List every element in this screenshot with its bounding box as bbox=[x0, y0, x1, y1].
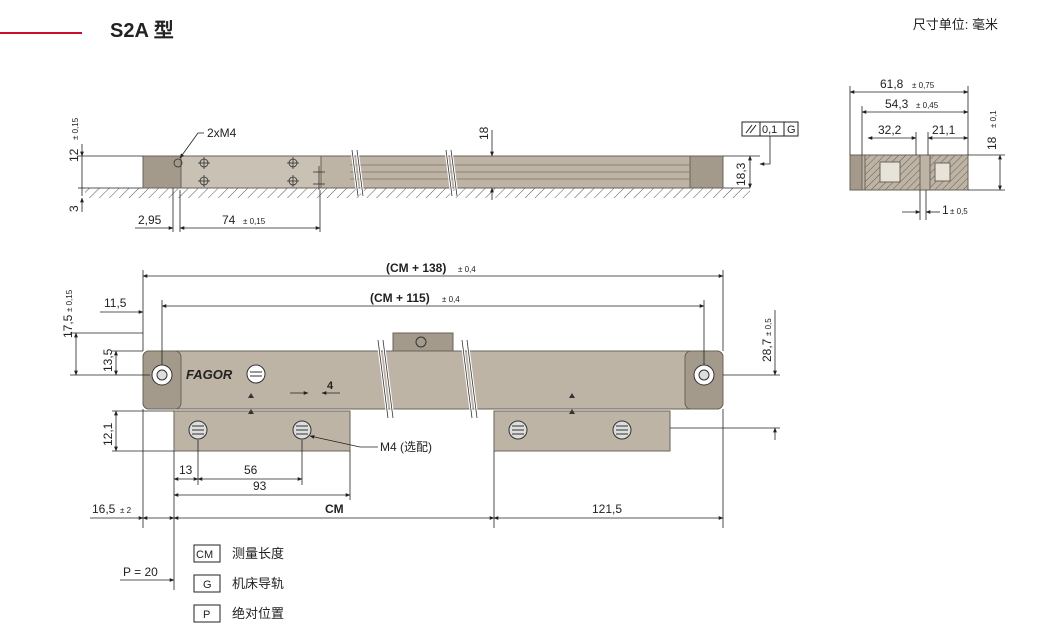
p-label: P = 20 bbox=[123, 565, 158, 579]
dim-4: 4 bbox=[327, 380, 334, 392]
dim-93: 93 bbox=[253, 479, 267, 493]
accent-line bbox=[0, 32, 82, 34]
connector bbox=[392, 332, 454, 352]
side-end-right bbox=[689, 155, 724, 189]
dim-cm-115: (CM + 115) bbox=[370, 291, 430, 305]
unit-label: 尺寸单位: 毫米 bbox=[912, 17, 998, 32]
dim-54-3: 54,3 bbox=[885, 97, 909, 111]
m4-label: M4 (选配) bbox=[380, 440, 432, 454]
dim-17-5: 17,5 bbox=[61, 314, 75, 338]
dim-28-7-tol: ± 0,5 bbox=[764, 318, 773, 336]
dim-11-5: 11,5 bbox=[104, 296, 127, 310]
ground-hatch bbox=[85, 188, 750, 198]
dim-3-side: 3 bbox=[67, 205, 81, 212]
legend-code-p: P bbox=[203, 609, 210, 621]
dim-12-1: 12,1 bbox=[101, 422, 115, 446]
dim-1-tol: ± 0,5 bbox=[950, 207, 968, 216]
dim-61-8: 61,8 bbox=[880, 77, 904, 91]
dim-18-section-tol: ± 0,1 bbox=[989, 110, 998, 128]
dim-cm-115-tol: ± 0,4 bbox=[442, 295, 460, 304]
dim-2-95: 2,95 bbox=[138, 213, 162, 227]
dim-32-2: 32,2 bbox=[878, 123, 902, 137]
section-view: 61,8 ± 0,75 54,3 ± 0,45 32,2 21,1 18 ± 0… bbox=[849, 77, 1005, 220]
dim-1: 1 bbox=[942, 203, 949, 217]
front-view: FAGOR M4 (选配) bbox=[61, 261, 780, 590]
legend: CM 测量长度 G 机床导轨 P 绝对位置 bbox=[193, 544, 284, 623]
flatness-value: 0,1 bbox=[762, 124, 777, 136]
dim-21-1: 21,1 bbox=[932, 123, 956, 137]
dim-16-5: 16,5 bbox=[92, 502, 116, 516]
dim-54-3-tol: ± 0,45 bbox=[916, 101, 939, 110]
page-title: S2A 型 bbox=[110, 20, 174, 42]
dim-18-3: 18,3 bbox=[734, 162, 748, 186]
dim-61-8-tol: ± 0,75 bbox=[912, 81, 935, 90]
flatness-ref: G bbox=[787, 124, 796, 136]
dim-17-5-tol: ± 0,15 bbox=[65, 289, 74, 312]
dim-12-side: 12 bbox=[67, 148, 81, 162]
side-view: 2xM4 12 ± 0,15 3 2,95 74 ± 0,15 18 bbox=[67, 117, 799, 232]
side-end-left bbox=[142, 155, 182, 189]
dim-56: 56 bbox=[244, 463, 258, 477]
dim-74-tol: ± 0,15 bbox=[243, 217, 266, 226]
hole-label: 2xM4 bbox=[207, 126, 237, 140]
dim-cm: CM bbox=[325, 502, 344, 516]
legend-code-cm: CM bbox=[196, 549, 213, 561]
legend-code-g: G bbox=[203, 579, 212, 591]
dim-18-section: 18 bbox=[985, 136, 999, 150]
dim-12-tol: ± 0,15 bbox=[71, 117, 80, 140]
dim-13-5: 13,5 bbox=[101, 348, 115, 372]
legend-text-p: 绝对位置 bbox=[232, 606, 284, 621]
legend-text-cm: 测量长度 bbox=[232, 546, 284, 561]
dim-cm-138-tol: ± 0,4 bbox=[458, 265, 476, 274]
dim-16-5-tol: ± 2 bbox=[120, 506, 132, 515]
dim-13: 13 bbox=[179, 463, 193, 477]
dim-74: 74 bbox=[222, 213, 236, 227]
dim-121-5: 121,5 bbox=[592, 502, 622, 516]
dim-cm-138: (CM + 138) bbox=[386, 261, 446, 275]
dim-28-7: 28,7 bbox=[760, 338, 774, 362]
screw-marks-side bbox=[173, 157, 325, 190]
mounting-block-side bbox=[180, 155, 322, 189]
legend-text-g: 机床导轨 bbox=[232, 576, 284, 591]
brand-logo: FAGOR bbox=[186, 367, 233, 382]
dim-18-side: 18 bbox=[477, 126, 491, 140]
